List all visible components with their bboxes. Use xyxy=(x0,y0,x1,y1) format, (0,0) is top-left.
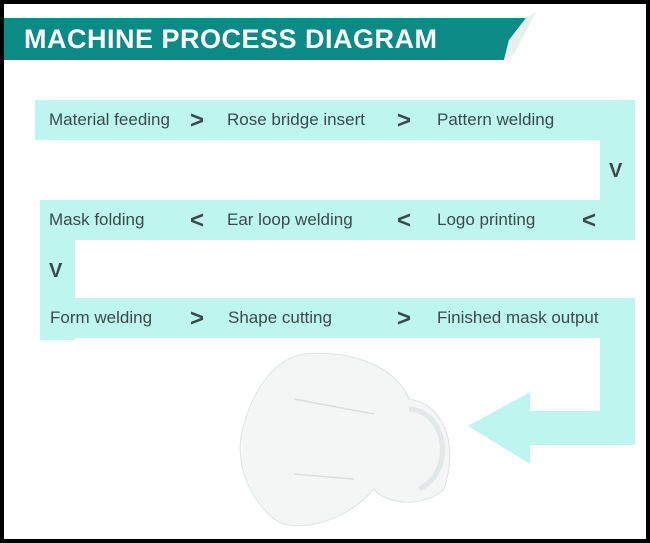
step-finished-mask-output: Finished mask output xyxy=(437,308,599,327)
arrow-left-icon: < xyxy=(190,207,205,234)
output-arrow xyxy=(468,392,635,464)
step-mask-folding: Mask folding xyxy=(49,210,145,229)
step-logo-printing: Logo printing xyxy=(437,210,536,229)
diagram-canvas: MACHINE PROCESS DIAGRAM Material feeding… xyxy=(4,4,646,539)
step-material-feeding: Material feeding xyxy=(49,110,170,129)
step-form-welding: Form welding xyxy=(50,308,153,327)
arrow-down-icon: V xyxy=(49,260,63,282)
title-banner xyxy=(4,18,526,60)
arrow-down-icon: V xyxy=(609,160,623,182)
step-rose-bridge-insert: Rose bridge insert xyxy=(227,110,365,129)
arrow-right-icon: > xyxy=(397,107,412,134)
arrow-right-icon: > xyxy=(397,305,412,332)
arrow-left-icon: < xyxy=(582,207,597,234)
mask-image xyxy=(239,352,451,527)
arrow-left-icon: < xyxy=(397,207,412,234)
step-shape-cutting: Shape cutting xyxy=(228,308,332,327)
step-ear-loop-welding: Ear loop welding xyxy=(227,210,353,229)
banner-fold xyxy=(504,12,536,60)
arrow-right-icon: > xyxy=(190,107,205,134)
arrow-right-icon: > xyxy=(190,305,205,332)
flow-bands xyxy=(4,12,635,527)
row-band-3 xyxy=(40,298,635,338)
row-band-2 xyxy=(40,200,635,240)
row-band-1 xyxy=(35,100,635,140)
page-title: MACHINE PROCESS DIAGRAM xyxy=(24,24,438,54)
step-pattern-welding: Pattern welding xyxy=(437,110,555,129)
